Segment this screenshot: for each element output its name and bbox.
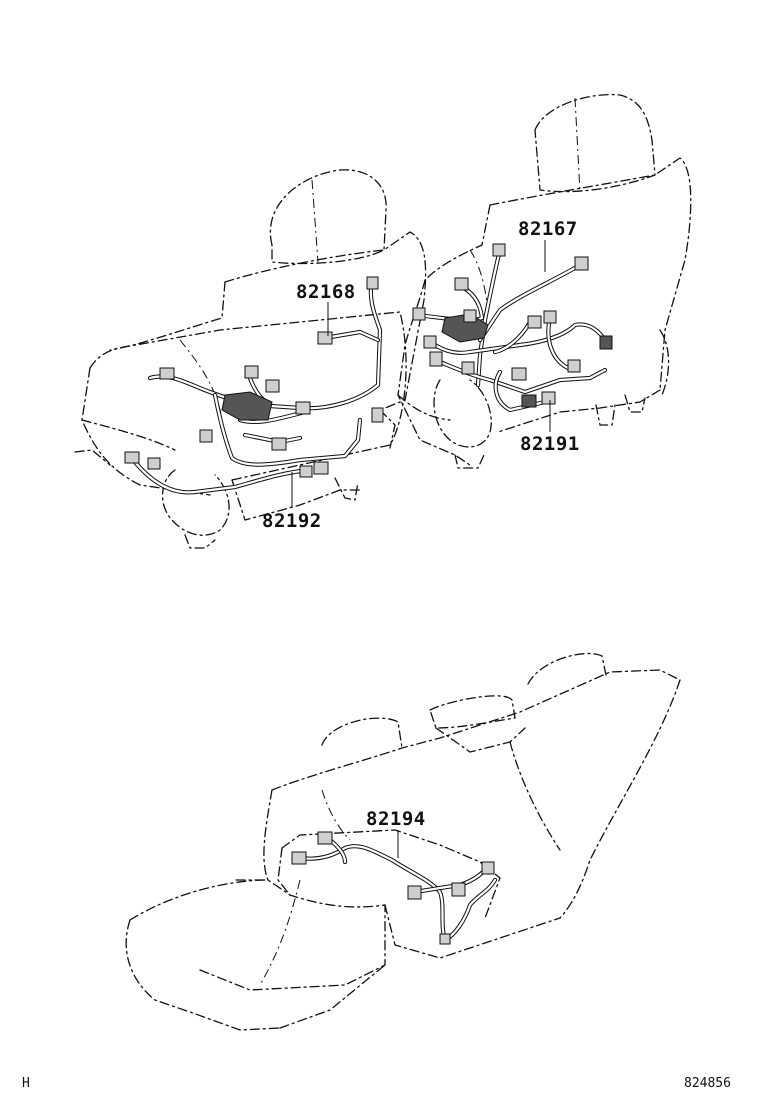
callouts: 82168 82167 82191 82192 82194	[262, 218, 580, 858]
part-number-82168: 82168	[296, 281, 356, 303]
footer-illustration-number: 824856	[684, 1076, 731, 1091]
footer-code-left: H	[22, 1076, 30, 1091]
right-front-seat	[397, 93, 692, 469]
part-number-82192: 82192	[262, 510, 322, 532]
rear-seat-harness	[291, 831, 498, 945]
part-number-82194: 82194	[366, 808, 426, 830]
left-front-seat	[74, 169, 427, 549]
part-number-82191: 82191	[520, 433, 580, 455]
right-seat-harness	[412, 243, 613, 413]
rear-bench-seat	[125, 652, 681, 1031]
left-seat-harness	[124, 276, 384, 495]
part-number-82167: 82167	[518, 218, 578, 240]
